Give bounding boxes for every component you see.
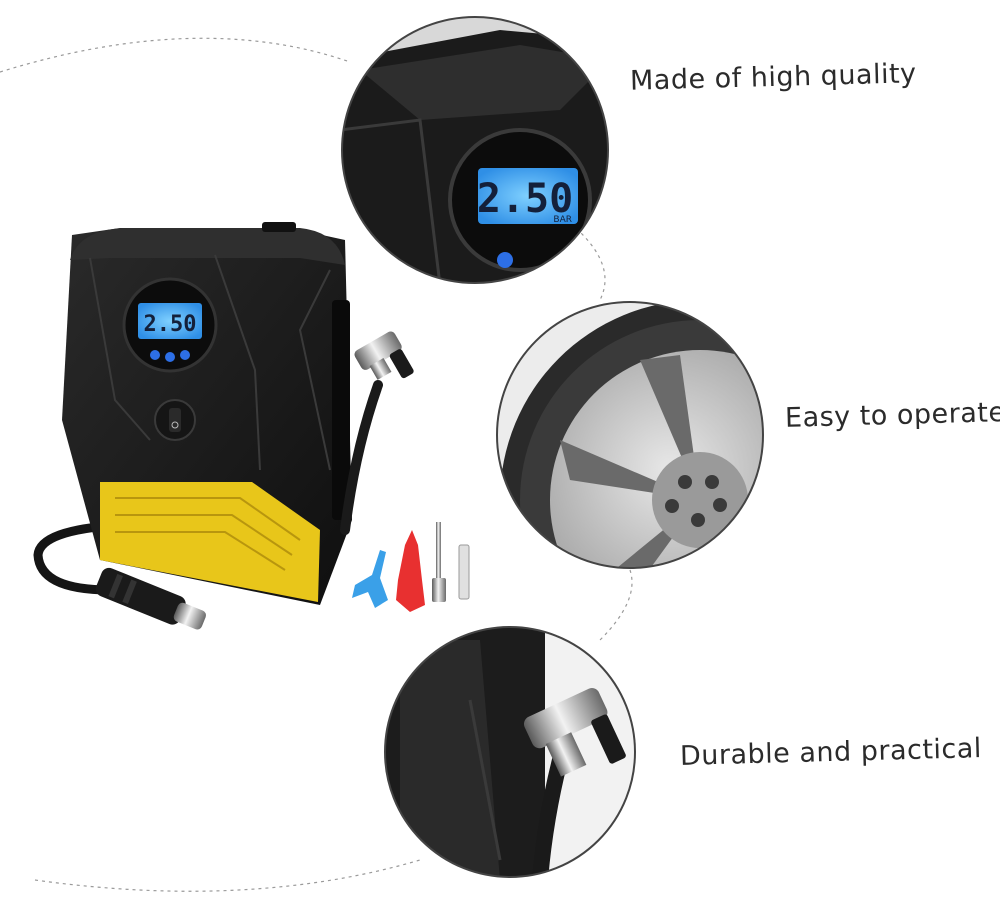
needle-adapter — [436, 522, 441, 580]
yellow-panel — [100, 482, 320, 602]
pressure-button — [150, 350, 160, 360]
light-button — [180, 350, 190, 360]
air-compressor: 2.50 — [33, 222, 470, 630]
closeup-lcd-unit: BAR — [553, 215, 572, 225]
feature-caption-operate: Easy to operate — [784, 397, 1000, 434]
car-plug — [95, 567, 207, 630]
lcd-screen — [138, 303, 202, 339]
air-hose — [340, 380, 383, 535]
feature-circle-operate — [496, 301, 764, 569]
red-nozzle — [396, 530, 425, 612]
fuse — [458, 544, 470, 600]
unit-button — [165, 352, 175, 362]
feature-circle-durable — [384, 626, 636, 878]
blue-nozzle — [352, 550, 388, 608]
feature-circle-quality: 2.50 BAR — [341, 16, 609, 284]
hose-chuck — [354, 331, 414, 380]
inflation-nozzles — [352, 522, 470, 612]
closeup-lcd-reading: 2.50 — [477, 176, 573, 222]
power-cord — [33, 520, 125, 595]
lcd-reading: 2.50 — [144, 312, 197, 337]
